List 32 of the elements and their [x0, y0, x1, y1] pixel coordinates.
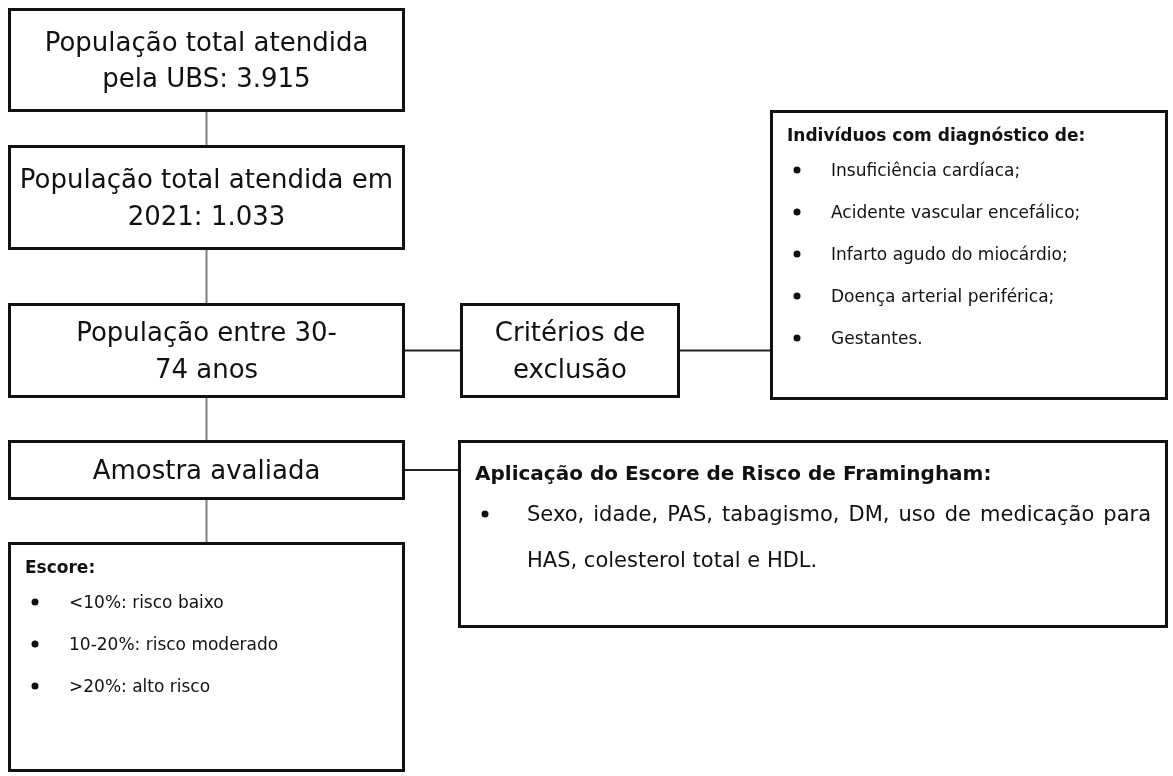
text-box: [8, 542, 405, 772]
text-box: [770, 110, 1168, 400]
connector-line: [205, 397, 208, 441]
box-heading: Escore:: [25, 557, 97, 577]
bullet-item: Infarto agudo do miocárdio;: [831, 243, 1069, 266]
connector-line: [404, 469, 459, 471]
process-box: [8, 303, 405, 398]
box-label: Critérios de exclusão: [493, 316, 647, 386]
connector-line: [205, 249, 208, 304]
process-box: [8, 145, 405, 250]
box-label: Amostra avaliada: [92, 453, 321, 487]
bullet-item: <10%: risco baixo: [69, 591, 225, 614]
connector-line: [404, 349, 461, 352]
box-label: População total atendida pela UBS: 3.915: [43, 25, 370, 95]
bullet-item: Insuficiência cardíaca;: [831, 159, 1022, 182]
text-box: [458, 440, 1168, 628]
bullet-item: Acidente vascular encefálico;: [831, 201, 1082, 224]
bullet-item: Doença arterial periférica;: [831, 285, 1056, 308]
box-label: População entre 30-74 anos: [75, 316, 338, 386]
box-heading: Indivíduos com diagnóstico de:: [787, 125, 1087, 145]
bullet-item: Sexo, idade, PAS, tabagismo, DM, uso de medicação para HAS, colesterol total e HDL.: [527, 501, 1151, 574]
bullet-item: >20%: alto risco: [69, 675, 212, 698]
box-heading: Aplicação do Escore de Risco de Framingham:: [475, 461, 993, 485]
bullet-item: 10-20%: risco moderado: [69, 633, 280, 656]
process-box: [460, 303, 680, 398]
connector-line: [205, 111, 208, 146]
process-box: [8, 8, 405, 112]
box-label: População total atendida em 2021: 1.033: [19, 163, 394, 233]
connector-line: [679, 349, 771, 352]
connector-line: [205, 499, 208, 543]
bullet-item: Gestantes.: [831, 327, 924, 350]
process-box: [8, 440, 405, 500]
